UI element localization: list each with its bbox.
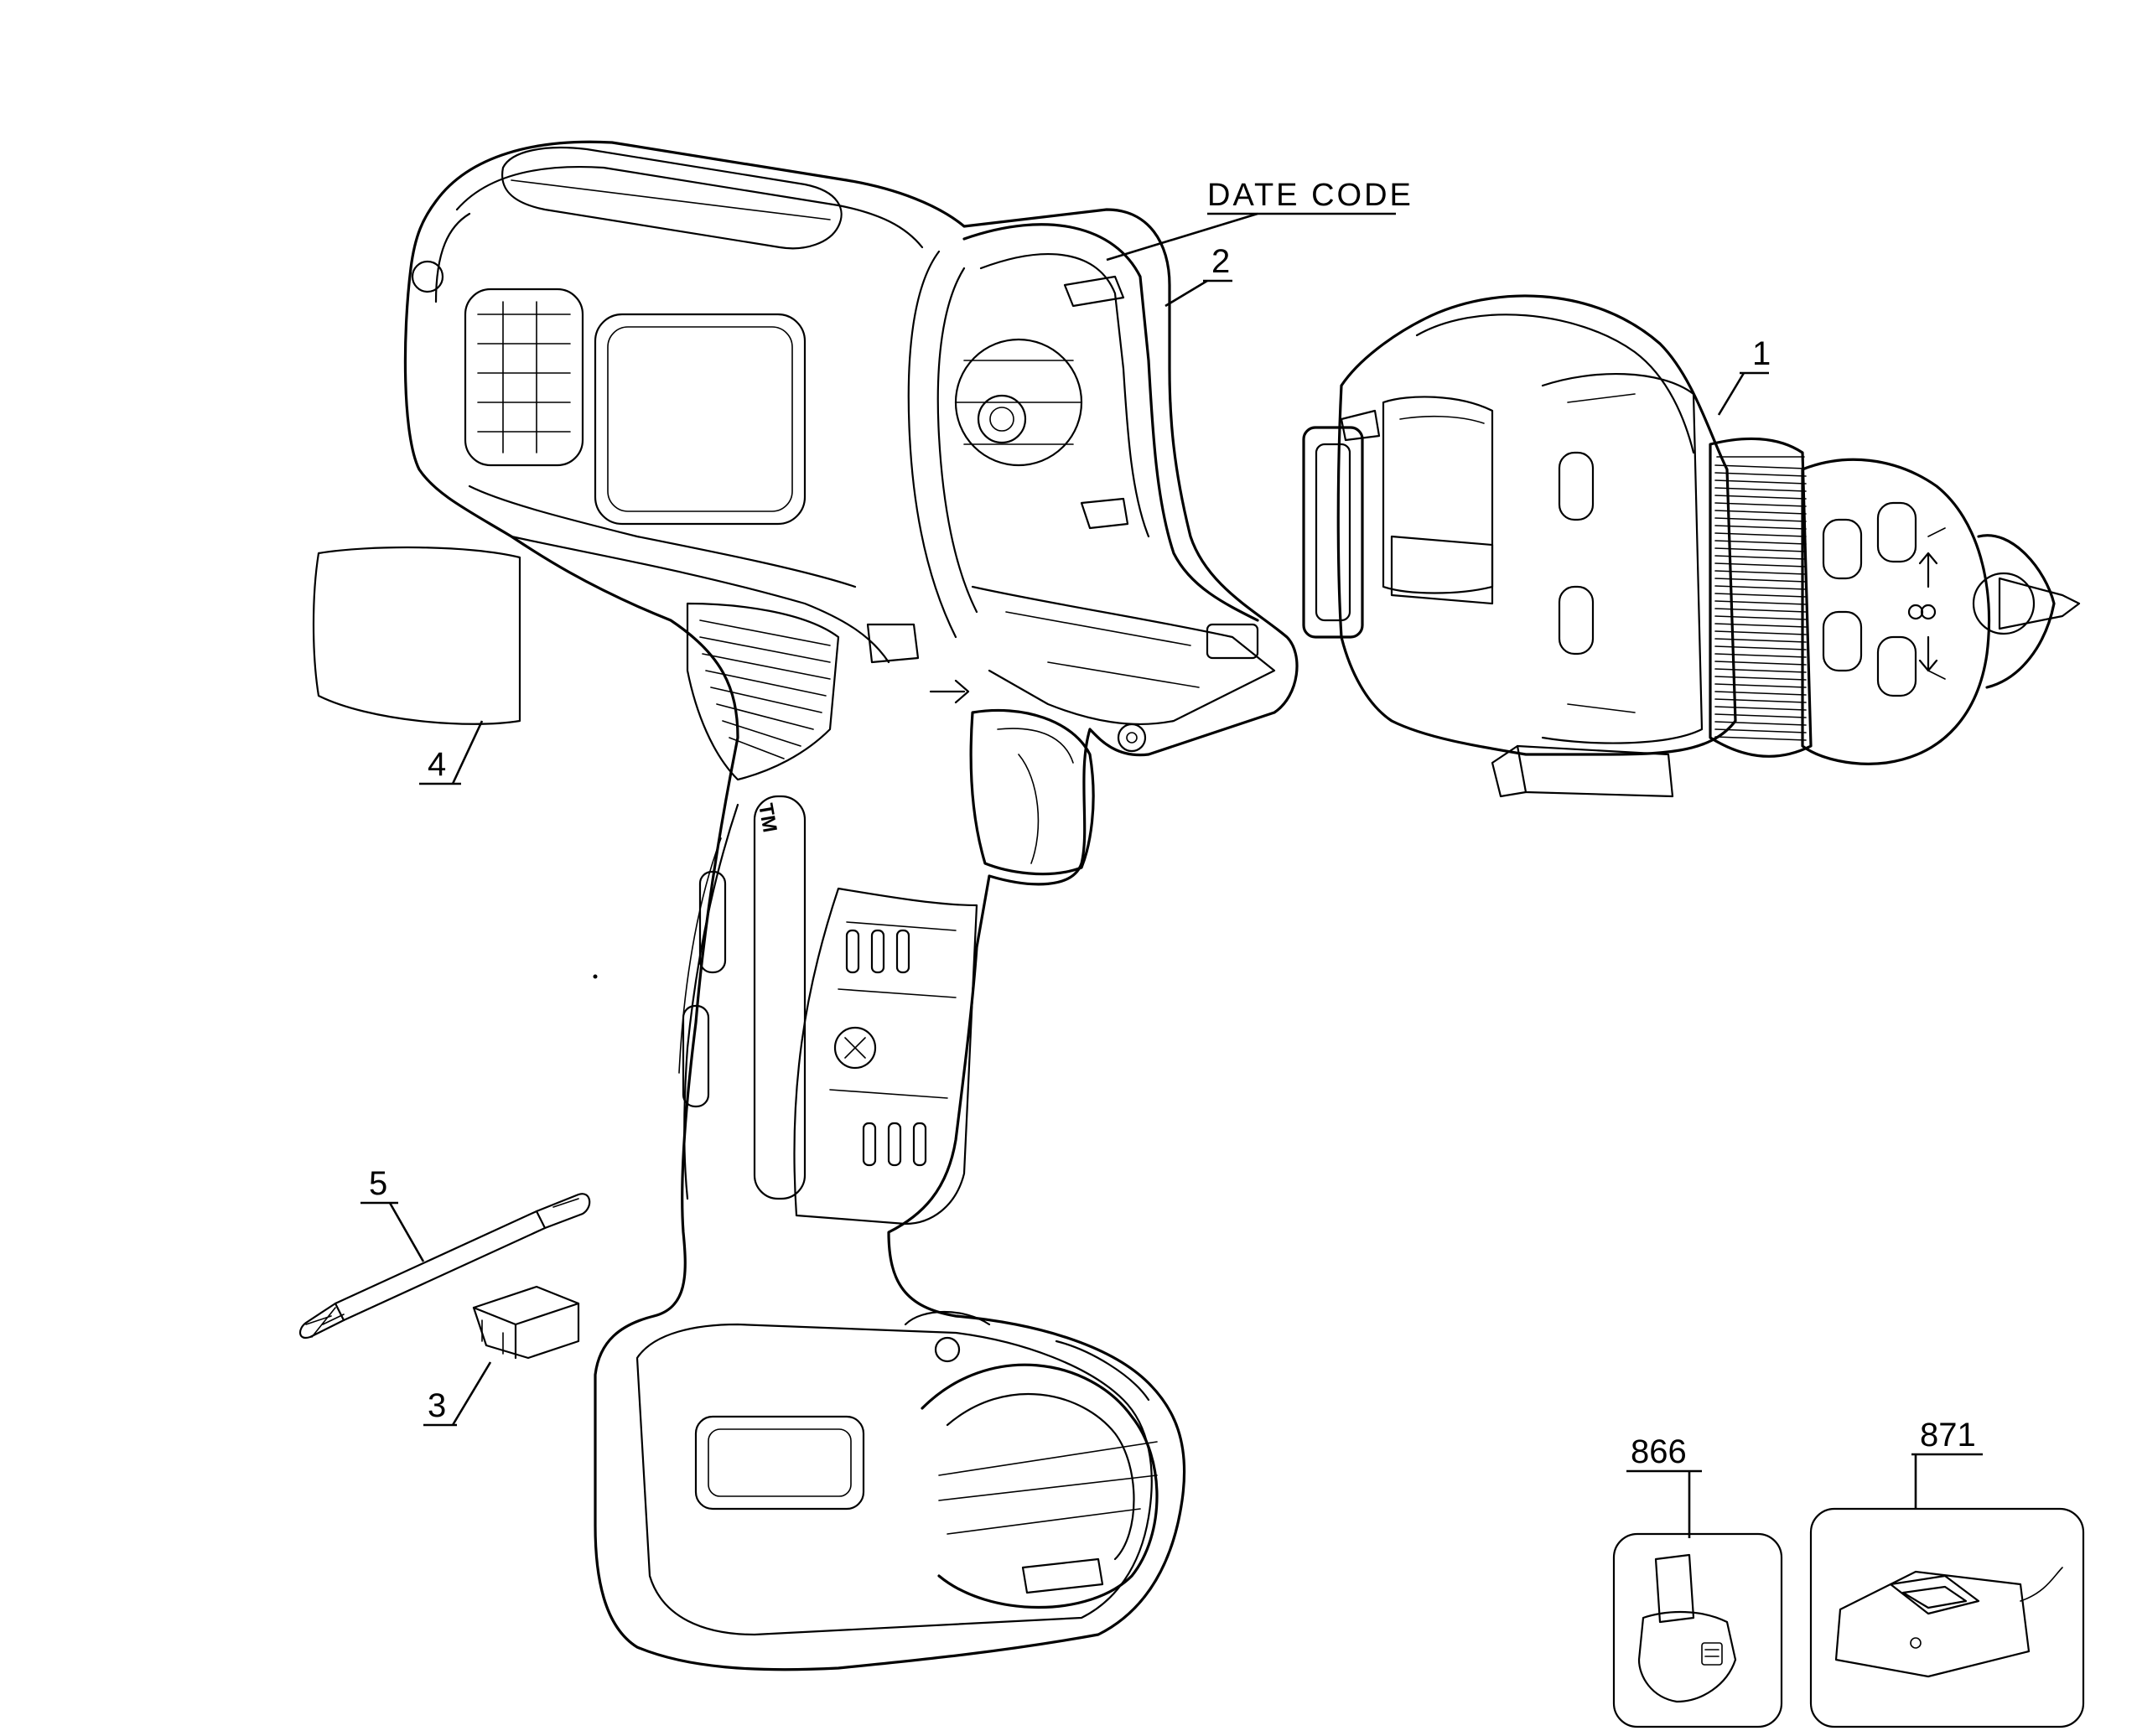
side-label-window: [594, 313, 807, 526]
battery-pack: [1612, 1532, 1783, 1728]
knurl-line: [1714, 517, 1807, 522]
knurl-line: [1714, 645, 1807, 650]
knurl-line: [1714, 630, 1807, 635]
drill-housing: TM: [403, 140, 1299, 1671]
knurl-line: [1714, 683, 1807, 688]
callout-5: 5: [369, 1165, 387, 1202]
knurl-line: [1714, 676, 1807, 681]
knurl-line: [1714, 472, 1807, 477]
knurl-line: [1714, 721, 1807, 726]
callout-866: 866: [1631, 1433, 1687, 1470]
grip-texture: [686, 602, 840, 781]
knurl-line: [1714, 593, 1807, 598]
knurl-line: [1714, 487, 1807, 492]
knurl-line: [1714, 668, 1807, 673]
callout-871: 871: [1920, 1417, 1976, 1454]
knurl-line: [1714, 495, 1807, 500]
knurl-line: [1714, 532, 1807, 537]
callouts: DATE CODE 2 1 4 5 3 866 871: [360, 178, 1983, 1538]
knurl-line: [1714, 638, 1807, 643]
direction-switch: [866, 623, 920, 664]
knurl-line: [1714, 570, 1807, 575]
callout-date-code: DATE CODE: [1207, 178, 1413, 213]
screwdriver-bit: [299, 1193, 591, 1340]
knurl-line: [1714, 525, 1807, 530]
knurl-line: [1714, 653, 1807, 658]
callout-1: 1: [1752, 335, 1771, 372]
drill-chuck-attachment: [1302, 294, 2081, 798]
label-plate: [312, 546, 521, 725]
knurl-line: [1714, 691, 1807, 696]
knurl-line: [1714, 547, 1807, 552]
knurl-line: [1714, 585, 1807, 590]
handle-screw-icon: [833, 1026, 877, 1070]
knurl-line: [1714, 608, 1807, 613]
knurl-line: [1714, 510, 1807, 515]
direction-arrow-icon: [929, 679, 970, 704]
knurl-line: [1714, 502, 1807, 507]
knurl-line: [1714, 479, 1807, 485]
battery-base: [635, 1311, 1159, 1636]
knurl-line: [1714, 578, 1807, 583]
callout-4: 4: [428, 746, 446, 783]
knurl-line: [1714, 728, 1807, 733]
charger: [1809, 1507, 2085, 1728]
rear-vent-grille: [464, 288, 584, 467]
rear-screw-icon: [411, 260, 444, 293]
knurl-line: [1714, 600, 1807, 605]
trigger: [969, 708, 1095, 876]
knurl-line: [1714, 698, 1807, 703]
knurl-line: [1714, 540, 1807, 545]
callout-3: 3: [428, 1387, 446, 1424]
knurl-line: [1714, 623, 1807, 628]
knurl-line: [1714, 562, 1807, 567]
knurl-line: [1714, 713, 1807, 718]
bit-clip: [472, 1285, 580, 1360]
knurl-line: [1714, 736, 1807, 741]
knurl-line: [1714, 555, 1807, 560]
knurl-line: [1714, 661, 1807, 666]
callout-2: 2: [1211, 243, 1230, 280]
knurled-ring: [1709, 437, 1813, 758]
front-mounting-ring: [907, 223, 1276, 753]
knurl-line: [1714, 706, 1807, 711]
tm-marking: TM: [754, 801, 781, 834]
knurl-line: [1714, 615, 1807, 620]
knurl-line: [1714, 464, 1807, 469]
